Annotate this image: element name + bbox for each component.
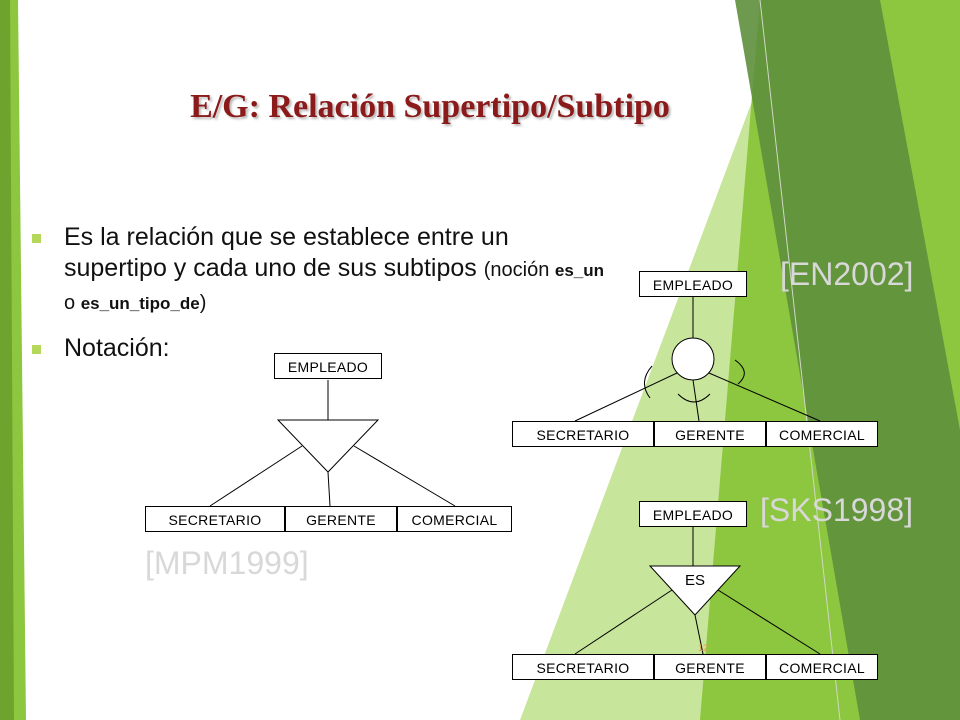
br-triangle xyxy=(648,565,742,616)
left-entity-comercial: COMERCIAL xyxy=(397,506,512,532)
bullet-definition-text: Es la relación que se establece entre un… xyxy=(64,223,509,282)
tr-line-gerente xyxy=(692,379,700,422)
br-entity-secretario: SECRETARIO xyxy=(512,654,654,680)
tr-entity-empleado: EMPLEADO xyxy=(639,271,747,297)
term-es-un-tipo-de: es_un_tipo_de xyxy=(80,294,200,313)
left-line-comercial xyxy=(353,445,456,507)
br-line-secretario xyxy=(574,589,673,655)
left-dark-stripe xyxy=(0,0,14,720)
bullet-paren-open: (noción xyxy=(483,259,555,281)
left-line-gerente xyxy=(327,471,331,507)
bullet-notation-text: Notación: xyxy=(64,334,170,362)
left-entity-empleado: EMPLEADO xyxy=(274,353,382,379)
bullet-marker-icon xyxy=(32,234,41,243)
ref-en2002: [EN2002] xyxy=(780,256,914,292)
tr-line-secretario xyxy=(574,372,678,422)
left-line-secretario xyxy=(209,445,303,507)
tr-entity-comercial: COMERCIAL xyxy=(766,421,878,447)
bullet-paren-close: ) xyxy=(199,292,207,314)
br-es-label: ES xyxy=(684,572,705,589)
slide-title: E/G: Relación Supertipo/Subtipo xyxy=(190,88,670,125)
br-entity-gerente: GERENTE xyxy=(654,654,766,680)
br-line-gerente xyxy=(694,614,704,655)
tr-subset-arc-1 xyxy=(644,365,653,399)
page-number: 12 xyxy=(698,643,709,653)
br-entity-empleado: EMPLEADO xyxy=(639,501,747,527)
right-dark-shape xyxy=(735,0,960,720)
tr-entity-secretario: SECRETARIO xyxy=(512,421,654,447)
left-entity-secretario: SECRETARIO xyxy=(145,506,285,532)
bullet-or: o xyxy=(64,292,81,314)
bullet-list: Es la relación que se establece entre un… xyxy=(30,222,610,378)
tr-entity-gerente: GERENTE xyxy=(654,421,766,447)
tr-line-comercial xyxy=(708,372,821,422)
left-entity-gerente: GERENTE xyxy=(285,506,397,532)
tr-circle xyxy=(671,337,715,381)
right-corner-shape xyxy=(880,0,960,300)
bullet-marker-icon xyxy=(32,345,41,354)
term-es-un: es_un xyxy=(554,261,605,280)
bullet-notation: Notación: xyxy=(30,333,610,364)
ref-mpm1999: [MPM1999] xyxy=(145,545,309,581)
bullet-definition: Es la relación que se establece entre un… xyxy=(30,222,610,319)
left-triangle xyxy=(276,419,380,473)
br-line-comercial xyxy=(717,589,821,655)
br-entity-comercial: COMERCIAL xyxy=(766,654,878,680)
ref-sks1998: [SKS1998] xyxy=(760,492,913,528)
tr-subset-arc-3 xyxy=(734,359,745,385)
right-thin-line xyxy=(759,0,841,720)
tr-subset-arc-2 xyxy=(677,393,711,403)
